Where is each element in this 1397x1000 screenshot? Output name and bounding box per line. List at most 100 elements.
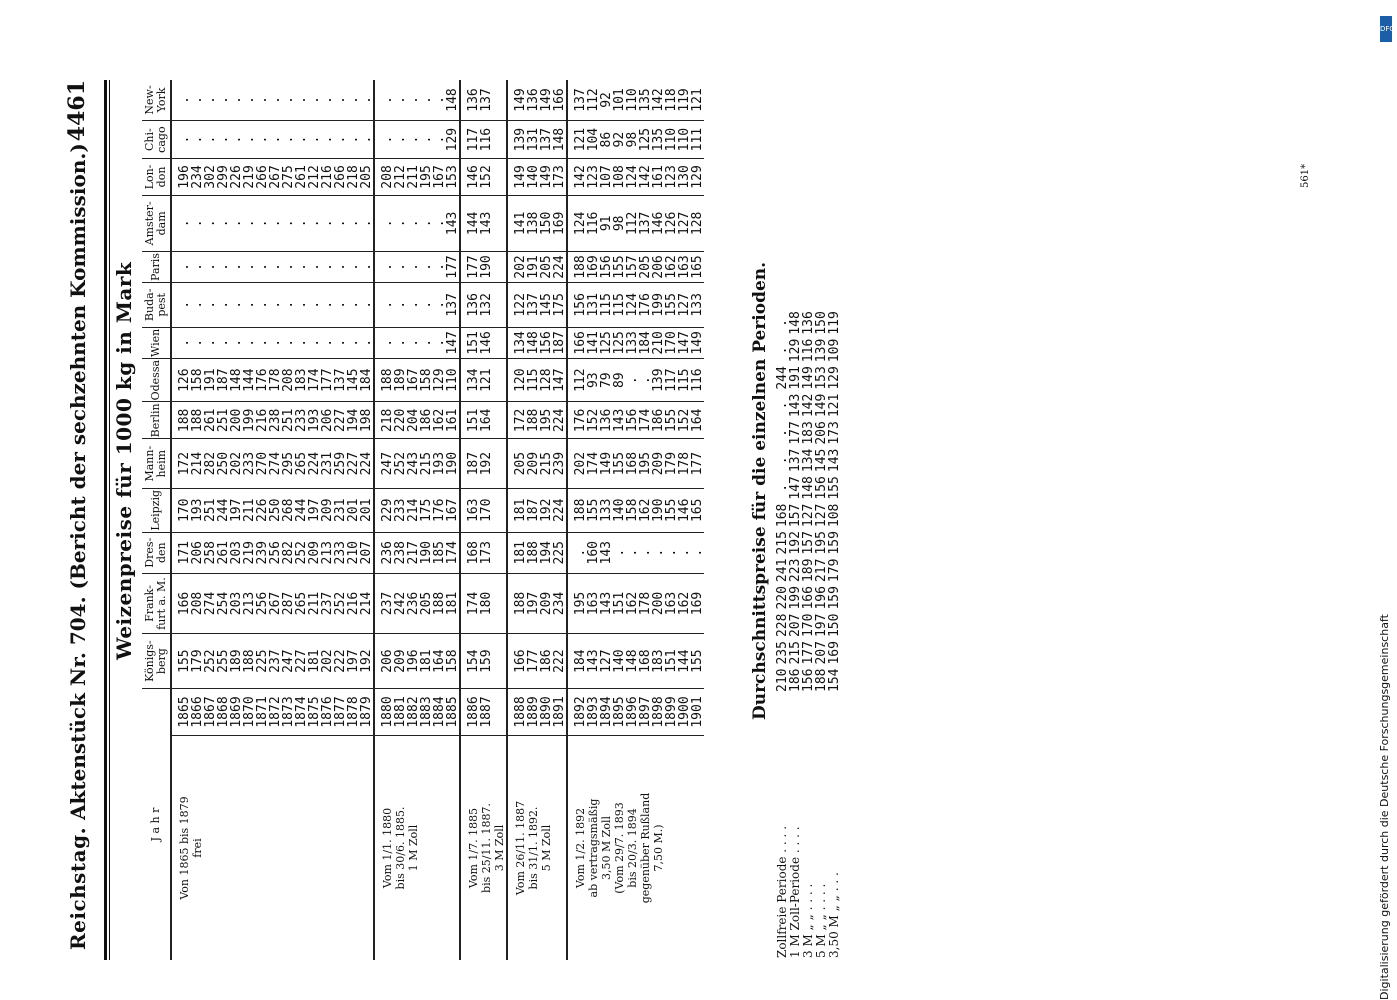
- price-value: 148: [445, 88, 460, 112]
- price-cell: ...............: [171, 195, 374, 252]
- price-value: 166: [552, 88, 567, 112]
- period-value: 121: [827, 393, 842, 418]
- price-cell: ...............: [171, 327, 374, 359]
- price-value: 165: [690, 498, 705, 523]
- price-value: 116: [690, 368, 705, 392]
- year: 1879: [359, 696, 374, 728]
- column-header-11: Lon-don: [142, 158, 171, 196]
- price-value: 187: [552, 331, 567, 355]
- group-label-line: Vom 26/11. 1887: [514, 800, 527, 896]
- price-value: 129: [690, 165, 705, 189]
- price-cell: ...............: [171, 120, 374, 159]
- price-value: 190: [479, 255, 494, 279]
- group-label-line: 5 M Zoll: [540, 824, 553, 872]
- column-header-7: Wien: [142, 327, 171, 359]
- period-value: 129: [827, 366, 842, 390]
- column-header-13: New-York: [142, 80, 171, 121]
- group-label-line: 3 M Zoll: [493, 824, 506, 872]
- group-label-line: bis 20/3. 1894: [626, 808, 639, 888]
- page-stamp-text: 561*: [1300, 163, 1311, 188]
- price-value: 158: [445, 649, 460, 673]
- price-value: 177: [690, 451, 705, 476]
- group-label-line: 3,50 M Zoll: [600, 815, 613, 881]
- period-value: 108: [827, 503, 842, 528]
- price-value: 173: [552, 165, 567, 189]
- column-header-3: Leipzig: [142, 488, 171, 533]
- price-value: 169: [552, 211, 567, 236]
- price-cell: .....129: [374, 120, 460, 159]
- price-value: 146: [479, 331, 494, 355]
- price-value: 214: [359, 591, 374, 616]
- price-value: 207: [359, 540, 374, 565]
- price-value: 153: [445, 165, 460, 189]
- period-value: 150: [827, 613, 842, 638]
- price-value: 184: [359, 368, 374, 392]
- price-value: 174: [445, 540, 460, 565]
- page-header: Reichstag. Aktenstück Nr. 704. (Bericht …: [60, 80, 100, 960]
- column-header-10: Amster-dam: [142, 195, 171, 252]
- period-label: 3,50 M „ „ . . .: [827, 872, 841, 958]
- group-label-line: Von 1865 bis 1879: [178, 796, 191, 900]
- year: 1901: [690, 696, 705, 728]
- page-number: 4461: [64, 80, 90, 142]
- price-value: 132: [479, 293, 494, 317]
- price-value: 192: [479, 451, 494, 476]
- price-value: 192: [359, 649, 374, 673]
- digitization-note: Digitalisierung gefördert durch die Deut…: [1378, 20, 1392, 1000]
- header-left: Reichstag.: [66, 826, 90, 950]
- price-value: 147: [445, 331, 460, 355]
- column-header-2: Dres-den: [142, 532, 171, 574]
- price-value: .: [359, 300, 374, 309]
- group-label-line: bis 25/11. 1887.: [480, 803, 493, 893]
- price-cell: .....143: [374, 195, 460, 252]
- column-header-12: Chi-cago: [142, 120, 171, 159]
- price-value: 143: [445, 211, 460, 236]
- price-value: .: [690, 548, 705, 557]
- period-value: 109: [827, 338, 842, 363]
- year: 1885: [445, 696, 460, 728]
- price-value: 169: [690, 591, 705, 616]
- period-value: 159: [827, 531, 842, 555]
- price-value: 165: [690, 255, 705, 279]
- period-value: 155: [827, 476, 842, 500]
- price-value: 143: [479, 211, 494, 236]
- price-value: 201: [359, 498, 374, 523]
